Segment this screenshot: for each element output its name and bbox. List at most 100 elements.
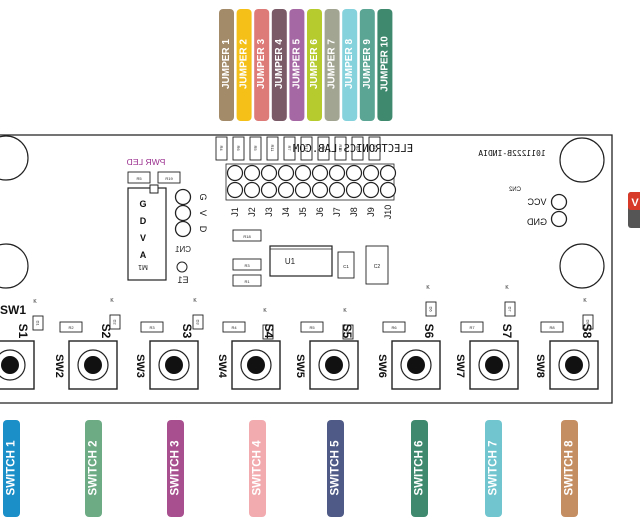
jumper-pin-bottom [226,181,244,199]
r5-label: R5 [136,176,142,181]
jumper-pin-top [362,164,380,182]
pwr-led-label: PWR LED [127,157,166,167]
diode-6 [425,301,437,317]
resistor-r14 [368,136,381,161]
diode-k-mark: K [193,298,197,304]
jumper-tag-label-1: JUMPER 1 [221,39,232,89]
cn2-label: CN2 [508,187,521,193]
jumper-tag-4 [271,9,287,121]
jumper-label-j10: J10 [383,205,393,220]
diode-k-mark: K [110,298,114,304]
jumper-pin-bottom [345,181,363,199]
jumper-pin-top [345,164,363,182]
resistor-label-r13: R13 [338,144,343,152]
switch-s-label: S6 [422,324,436,339]
switch-resistor [460,321,484,333]
switch-resistor-label: R5 [309,325,315,330]
switch-tag-label-3: SWITCH 3 [170,441,182,496]
switch-button [407,356,425,374]
side-tab-label: V [631,197,639,209]
jumper-pin-top [379,164,397,182]
jumper-tag-label-3: JUMPER 3 [256,39,267,89]
switch-tag-label-5: SWITCH 5 [330,440,342,496]
r19-resistor [157,171,181,184]
c1-label: C1 [343,264,349,269]
diode-label: D5 [346,329,351,335]
switch-resistor-label: R6 [391,325,397,330]
resistor-label-r6: R6 [236,145,241,151]
resistor-r12 [300,136,313,161]
jumper-tag-label-6: JUMPER 6 [309,39,320,89]
switch-sw-label: SW8 [534,354,546,378]
resistor-label-r7: R7 [287,145,292,151]
jumper-tag-1 [219,9,234,121]
diode-k-mark: K [263,308,267,314]
jumper-tag-9 [359,9,375,121]
sensor-pin-v: V [140,233,146,243]
jumper-label-j9: J9 [366,207,376,217]
vcc-pin [550,193,568,211]
r3-resistor [232,258,262,271]
jumper-header-outline [225,163,395,201]
cn1-pin [174,188,192,206]
r18-resistor [232,229,262,242]
diode-5 [342,324,354,340]
mounting-hole-top-left [0,135,29,181]
switch-tag-6 [411,420,428,517]
jumper-tag-label-9: JUMPER 9 [362,39,373,89]
sw1-label: SW1 [0,303,26,317]
resistor-label-r14: R14 [372,144,377,152]
switch-button [247,356,265,374]
cn1-pin [174,220,192,238]
diode-label: D1 [36,320,41,326]
switch-sw-label: SW5 [294,354,306,378]
jumper-pin-bottom [294,181,312,199]
switch-s-label: S5 [340,324,354,339]
switch-1: S1R1 [0,324,35,390]
jumper-label-j4: J4 [281,207,291,217]
diode-7 [504,301,516,317]
e1-label: E1 [177,275,188,285]
u1-label: U1 [285,257,296,266]
jumper-tag-5 [289,9,305,121]
diode-label: D8 [586,319,591,325]
jumper-pin-top [243,164,261,182]
switch-tag-label-8: SWITCH 8 [564,440,576,496]
jumper-pin-bottom [328,181,346,199]
diode-k-mark: K [426,285,430,291]
resistor-label-r8: R8 [321,145,326,151]
diode-k-mark: K [583,298,587,304]
jumper-tag-7 [324,9,340,121]
jumper-pin-bottom [379,181,397,199]
switch-tag-3 [167,420,184,517]
r5-resistor [127,171,151,184]
switch-resistor-label: R4 [231,325,237,330]
jumper-label-j3: J3 [264,207,274,217]
sensor-code: M1 [138,263,148,270]
gnd-label: GND [527,217,548,227]
switch-s-label: S3 [180,324,194,339]
jumper-tag-label-5: JUMPER 5 [291,39,302,89]
jumper-label-j5: J5 [298,207,308,217]
jumper-tag-label-4: JUMPER 4 [274,39,285,89]
switch-sw-label: SW4 [216,354,228,379]
diode-k-mark: K [505,285,509,291]
e1-pad [176,261,188,273]
switch-sw-label: SW3 [134,354,146,378]
jumper-pin-bottom [260,181,278,199]
cn2-header [550,193,568,228]
switch-tag-label-2: SWITCH 2 [88,441,100,496]
diode-4 [262,324,274,340]
resistor-r13 [334,136,347,161]
resistor-label-r12: R12 [304,144,309,152]
jumper-label-j7: J7 [332,207,342,217]
jumper-label-j8: J8 [349,207,359,217]
diode-3 [192,314,204,330]
jumper-pin-bottom [311,181,329,199]
jumper-pin-top [226,164,244,182]
